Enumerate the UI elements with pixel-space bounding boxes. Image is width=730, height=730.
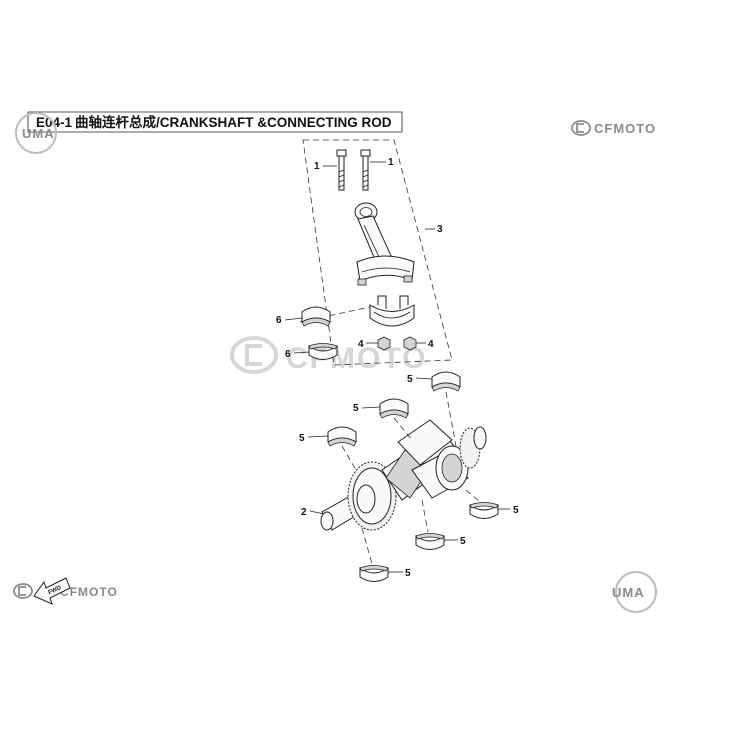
uma-logo-bottom-right: UMA bbox=[612, 571, 657, 613]
main-bearing-d bbox=[469, 502, 499, 519]
main-bearing-f bbox=[359, 565, 389, 582]
callout-1-right: 1 bbox=[388, 157, 394, 168]
main-bearing-c bbox=[327, 426, 357, 447]
callout-4-left: 4 bbox=[358, 339, 364, 350]
bolt-left bbox=[336, 149, 347, 191]
cfmoto-watermark: CFMOTO bbox=[230, 336, 425, 375]
callout-5-b: 5 bbox=[353, 403, 359, 414]
header: E04-1 曲轴连杆总成/CRANKSHAFT &CONNECTING ROD bbox=[27, 111, 403, 133]
fwd-arrow-icon: FWD bbox=[33, 577, 71, 605]
main-bearing-a bbox=[431, 371, 461, 392]
callout-6-upper: 6 bbox=[276, 315, 282, 326]
callout-5-c: 5 bbox=[299, 433, 305, 444]
callout-5-e: 5 bbox=[460, 536, 466, 547]
uma-logo-text-bottom-right: UMA bbox=[612, 585, 645, 600]
guide-line-b bbox=[393, 417, 413, 441]
cfmoto-logo-text-bottom-left: CFMOTO bbox=[60, 585, 118, 599]
cfmoto-logo-text-top-right: CFMOTO bbox=[594, 121, 656, 136]
connecting-rod bbox=[354, 202, 415, 286]
guide-line-f bbox=[361, 527, 373, 565]
callout-5-f: 5 bbox=[405, 568, 411, 579]
callout-5-d: 5 bbox=[513, 505, 519, 516]
crankshaft bbox=[320, 419, 487, 531]
rod-bearing-lower bbox=[308, 343, 338, 360]
uma-logo-text-top-left: UMA bbox=[22, 126, 55, 141]
guide-line-e bbox=[421, 499, 429, 533]
nut-right bbox=[403, 336, 417, 351]
main-bearing-e bbox=[415, 533, 445, 550]
fwd-arrow-label: FWD bbox=[48, 585, 64, 596]
main-bearing-b bbox=[379, 398, 409, 419]
rod-bearing-upper bbox=[301, 306, 331, 327]
callout-6-lower: 6 bbox=[285, 349, 291, 360]
guide-line-c bbox=[341, 445, 357, 471]
header-frame bbox=[27, 111, 403, 132]
uma-logo-top-left: UMA bbox=[15, 112, 57, 154]
callout-2: 2 bbox=[301, 507, 307, 518]
diagram-code: E04-1 bbox=[36, 115, 73, 130]
cfmoto-logo-top-right: CFMOTO bbox=[571, 120, 656, 136]
callout-1-left: 1 bbox=[314, 161, 320, 172]
rod-assembly-outline bbox=[302, 139, 453, 366]
cfmoto-logo-bottom-left: CFMOTO bbox=[13, 583, 118, 599]
nut-left bbox=[377, 336, 391, 351]
callout-5-a: 5 bbox=[407, 374, 413, 385]
callout-4-right: 4 bbox=[428, 339, 434, 350]
guide-line-a bbox=[445, 391, 457, 447]
rod-cap bbox=[369, 295, 415, 327]
guide-line-d bbox=[465, 489, 481, 503]
bolt-right bbox=[360, 149, 371, 191]
diagram-title: 曲轴连杆总成/CRANKSHAFT &CONNECTING ROD bbox=[75, 114, 392, 130]
callout-3: 3 bbox=[437, 224, 443, 235]
